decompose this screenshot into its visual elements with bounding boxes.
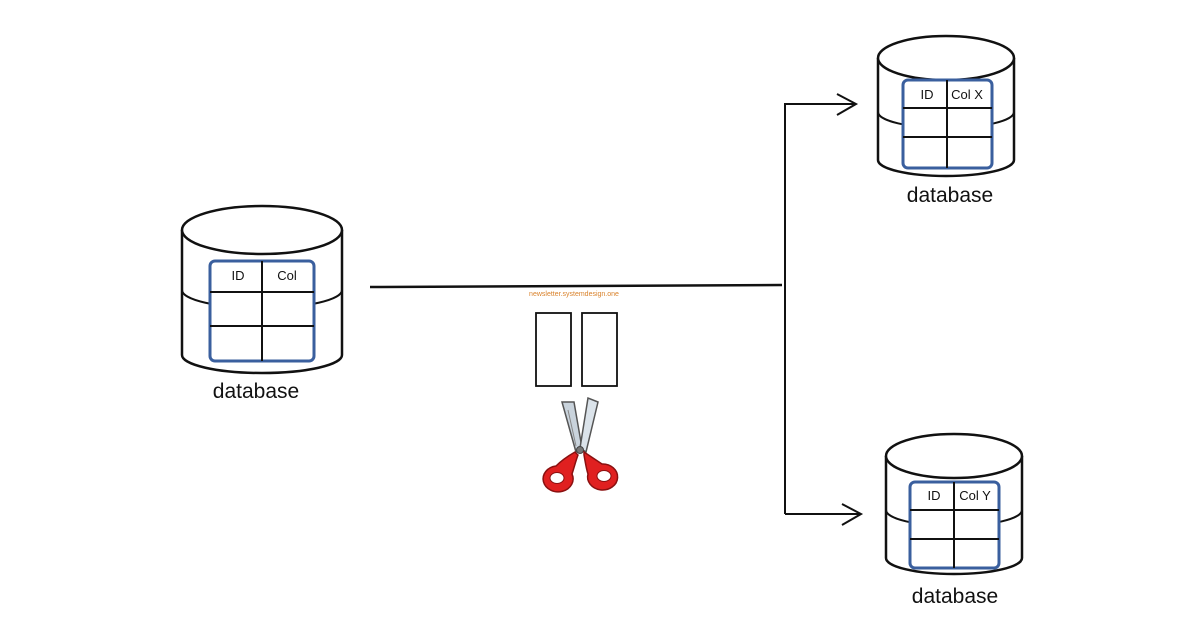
bottom-database-label: database [912, 585, 998, 608]
source-header-id: ID [232, 268, 245, 283]
bottom-table: ID Col Y [908, 480, 1001, 570]
bottom-header-id: ID [928, 488, 941, 503]
top-header-id: ID [921, 87, 934, 102]
source-database: ID Col database [180, 204, 344, 403]
top-database-label: database [907, 184, 993, 207]
target-database-bottom: ID Col Y database [884, 432, 1024, 608]
arrowhead-bottom [841, 503, 864, 526]
target-database-top: ID Col X database [876, 34, 1016, 207]
source-header-col: Col [277, 268, 297, 283]
split-columns [535, 312, 618, 387]
bottom-header-col-y: Col Y [959, 488, 991, 503]
scissors-icon [542, 396, 619, 493]
top-table: ID Col X [901, 78, 994, 170]
top-header-col-x: Col X [951, 87, 983, 102]
column-piece-left [535, 312, 572, 387]
arrowhead-top [836, 93, 859, 116]
connector-lines [369, 93, 864, 526]
watermark: newsletter.systemdesign.one [529, 291, 619, 298]
source-table: ID Col [208, 259, 316, 363]
column-piece-right [581, 312, 618, 387]
source-database-label: database [213, 380, 299, 403]
